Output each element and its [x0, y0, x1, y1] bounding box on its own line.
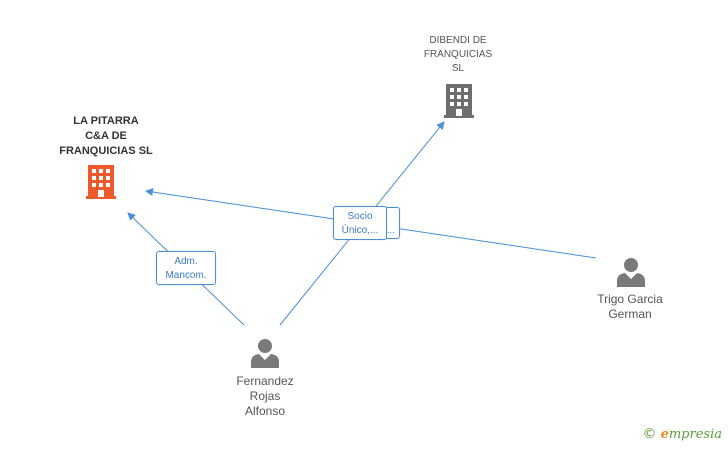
brand-initial: e — [660, 427, 669, 442]
person-icon[interactable] — [251, 339, 279, 368]
company-label-dibendi[interactable]: DIBENDI DE FRANQUICIAS SL — [423, 35, 493, 74]
company-label-la-pitarra[interactable]: LA PITARRA C&A DE FRANQUICIAS SL — [59, 115, 153, 157]
empresia-logo: © empresia — [642, 426, 722, 442]
person-icon[interactable] — [617, 258, 645, 287]
person-label-fernandez[interactable]: Fernandez Rojas Alfonso — [236, 374, 294, 418]
brand-name: mpresia — [668, 427, 722, 442]
copyright-symbol: © — [642, 426, 657, 442]
edge-label-socio-unico[interactable]: Socio Único,... — [333, 206, 387, 240]
edge-label-adm-mancom[interactable]: Adm. Mancom. — [156, 251, 216, 285]
building-icon[interactable] — [444, 84, 474, 118]
building-icon[interactable] — [86, 165, 116, 199]
person-label-trigo[interactable]: Trigo Garcia German — [597, 292, 663, 321]
